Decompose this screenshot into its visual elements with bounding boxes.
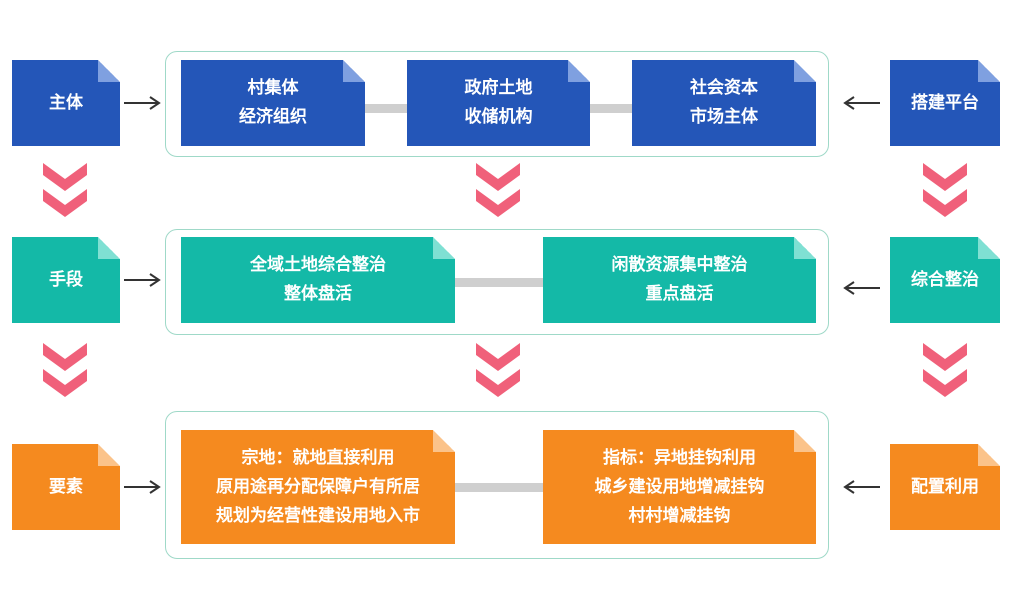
row1-label-text: 主体 [49, 92, 83, 113]
row1-label: 主体 [12, 60, 120, 146]
row3-side-text: 配置利用 [911, 476, 979, 497]
folded-corner [794, 60, 816, 82]
item-line: 整体盘活 [284, 284, 352, 304]
item-line: 重点盘活 [645, 284, 714, 304]
folded-corner [433, 430, 455, 452]
item-line: 城乡建设用地增减挂钩 [594, 476, 765, 497]
group-row-3 [165, 411, 829, 559]
connector [455, 483, 543, 492]
item-line: 村村增减挂钩 [628, 505, 731, 526]
arrow-left-icon [843, 480, 880, 494]
row1-item-2: 政府土地 收储机构 [407, 60, 590, 146]
item-line: 全域土地综合整治 [250, 255, 386, 275]
item-line: 宗地：就地直接利用 [241, 447, 395, 468]
row3-label: 要素 [12, 444, 120, 530]
folded-corner [568, 60, 590, 82]
item-line: 指标：异地挂钩利用 [603, 447, 756, 468]
row2-item-1: 全域土地综合整治 整体盘活 [181, 237, 455, 323]
row2-label-text: 手段 [49, 269, 83, 290]
row1-side: 搭建平台 [890, 60, 1000, 146]
row1-item-3: 社会资本 市场主体 [632, 60, 816, 146]
row1-side-text: 搭建平台 [911, 92, 979, 113]
connector [590, 104, 632, 113]
item-line: 村集体 [247, 78, 299, 98]
row3-item-1: 宗地：就地直接利用 原用途再分配保障户有所居 规划为经营性建设用地入市 [181, 430, 455, 544]
row3-side: 配置利用 [890, 444, 1000, 530]
item-line: 收储机构 [464, 107, 533, 127]
row2-side: 综合整治 [890, 237, 1000, 323]
row3-item-2: 指标：异地挂钩利用 城乡建设用地增减挂钩 村村增减挂钩 [543, 430, 816, 544]
row2-label: 手段 [12, 237, 120, 323]
folded-corner [433, 237, 455, 259]
item-line: 政府土地 [464, 78, 533, 98]
folded-corner [98, 60, 120, 82]
row2-item-2: 闲散资源集中整治 重点盘活 [543, 237, 816, 323]
arrow-right-icon [124, 96, 161, 110]
chevron-down-icon [923, 343, 967, 397]
item-line: 规划为经营性建设用地入市 [216, 505, 420, 526]
item-line: 社会资本 [690, 78, 758, 98]
connector [365, 104, 407, 113]
chevron-down-icon [43, 343, 87, 397]
group-row-1 [165, 51, 829, 157]
arrow-right-icon [124, 480, 161, 494]
folded-corner [978, 60, 1000, 82]
folded-corner [98, 237, 120, 259]
folded-corner [978, 237, 1000, 259]
folded-corner [343, 60, 365, 82]
row2-side-text: 综合整治 [911, 269, 979, 290]
arrow-right-icon [124, 273, 161, 287]
folded-corner [98, 444, 120, 466]
item-line: 闲散资源集中整治 [611, 255, 748, 275]
group-row-2 [165, 229, 829, 335]
connector [455, 278, 543, 287]
row1-item-1: 村集体 经济组织 [181, 60, 365, 146]
item-line: 市场主体 [690, 107, 758, 127]
row3-label-text: 要素 [49, 476, 83, 497]
chevron-down-icon [923, 163, 967, 217]
chevron-down-icon [43, 163, 87, 217]
folded-corner [794, 430, 816, 452]
folded-corner [978, 444, 1000, 466]
arrow-left-icon [843, 96, 880, 110]
item-line: 经济组织 [239, 107, 307, 127]
folded-corner [794, 237, 816, 259]
chevron-down-icon [476, 163, 520, 217]
arrow-left-icon [843, 281, 880, 295]
chevron-down-icon [476, 343, 520, 397]
item-line: 原用途再分配保障户有所居 [216, 476, 420, 497]
